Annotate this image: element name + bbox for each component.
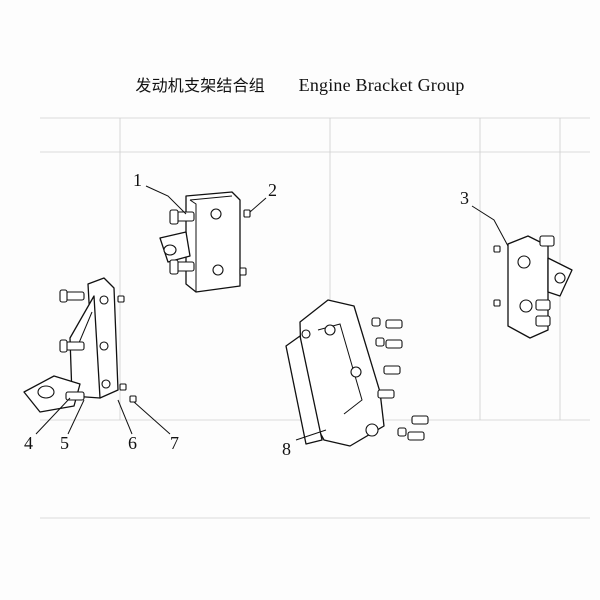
callout-6: 6 [128, 433, 137, 453]
title-english: Engine Bracket Group [298, 75, 465, 95]
callout-leaders [35, 185, 509, 441]
callout-8: 8 [282, 439, 291, 459]
callout-4: 4 [24, 433, 33, 453]
callout-7: 7 [170, 433, 179, 453]
bracket-assembly-right [493, 235, 573, 339]
callout-1: 1 [133, 170, 142, 190]
background-bleed-lines [40, 117, 590, 519]
callout-5: 5 [60, 433, 69, 453]
callout-3: 3 [460, 188, 469, 208]
bracket-assembly-large [285, 299, 429, 447]
title-chinese: 发动机支架结合组 [135, 76, 266, 95]
callout-labels: 1 2 3 4 5 6 7 8 [24, 170, 469, 459]
callout-2: 2 [268, 180, 277, 200]
bracket-assembly-upper [159, 191, 251, 293]
bracket-assembly-left [23, 277, 137, 413]
diagram-title: 发动机支架结合组 Engine Bracket Group [0, 72, 600, 96]
